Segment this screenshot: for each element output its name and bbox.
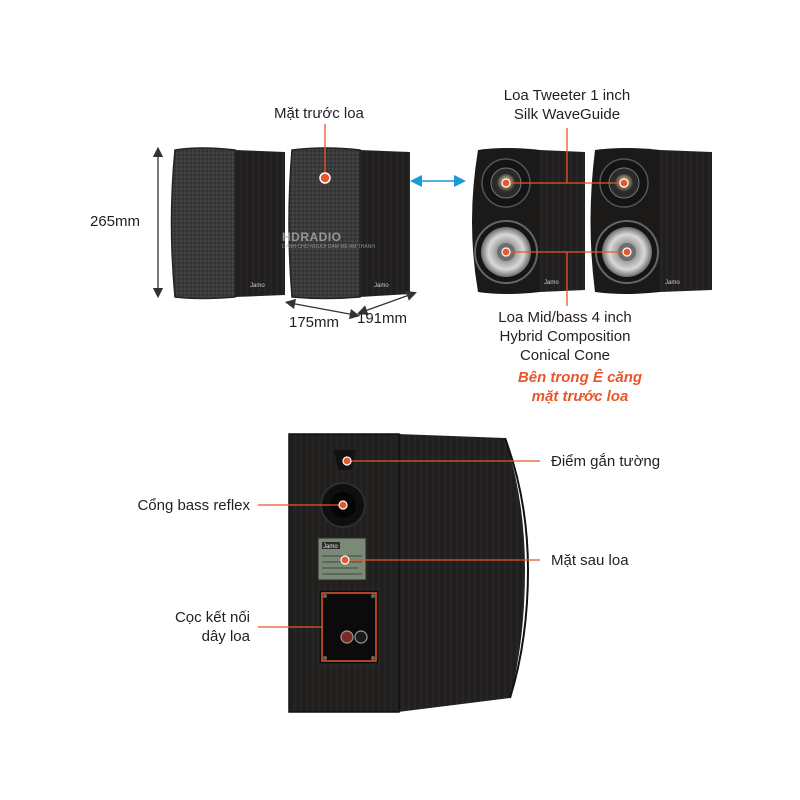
rear-pointer-dot [340, 555, 350, 565]
midbass-pointer-dot [501, 247, 511, 257]
rear-brand-logo: Jamo [323, 544, 338, 550]
tweeter-pointer-dot [619, 178, 629, 188]
label-inside-line2: mặt trước loa [531, 388, 629, 405]
depth-dimension-arrow [357, 290, 417, 316]
brand-logo-small: Jamo [250, 283, 265, 289]
label-height: 265mm [90, 213, 141, 230]
brand-logo-small: Jamo [544, 280, 559, 286]
tweeter-pointer-dot [501, 178, 511, 188]
speaker-front-left-grille: Jamo [170, 147, 285, 300]
width-dimension-arrow [284, 298, 361, 320]
label-wall-mount: Điểm gắn tường [551, 453, 661, 470]
label-inside-note: Bên trong Ê căng mặt trước loa [490, 368, 670, 406]
label-midbass-line1: Loa Mid/bass 4 inch [498, 309, 632, 326]
brand-logo-small: Jamo [374, 283, 389, 289]
label-midbass: Loa Mid/bass 4 inch Hybrid Composition C… [470, 308, 660, 365]
watermark: HDRADIO [282, 230, 342, 244]
label-tweeter-line1: Loa Tweeter 1 inch [503, 87, 631, 104]
terminal-positive [340, 630, 354, 644]
label-rear-face: Mặt sau loa [551, 552, 629, 569]
label-terminal: Cọc kết nối dây loa [130, 608, 250, 646]
watermark-subtitle: DANH CHO NGUOI DAM ME AM THANH [282, 244, 375, 250]
label-bass-reflex: Cổng bass reflex [137, 497, 250, 514]
label-terminal-line2: dây loa [201, 628, 250, 645]
label-front-face: Mặt trước loa [274, 105, 364, 122]
label-depth: 191mm [357, 310, 408, 327]
midbass-pointer-dot [622, 247, 632, 257]
label-midbass-line3: Conical Cone [519, 347, 611, 364]
front-pointer-dot [319, 172, 331, 184]
terminal-negative [354, 630, 368, 644]
speaker-rear-view: Jamo [288, 433, 530, 713]
bass-port-pointer-dot [338, 500, 348, 510]
label-midbass-line2: Hybrid Composition [499, 328, 631, 345]
speaker-front-right-grille: Jamo [288, 147, 410, 300]
speaker-driver-right: Jamo [590, 148, 712, 294]
label-terminal-line1: Cọc kết nối [174, 609, 250, 626]
wall-mount-pointer-dot [342, 456, 352, 466]
label-tweeter: Loa Tweeter 1 inch Silk WaveGuide [477, 86, 657, 124]
label-inside-line1: Bên trong Ê căng [517, 369, 643, 386]
brand-logo-small: Jamo [665, 280, 680, 286]
label-tweeter-line2: Silk WaveGuide [513, 106, 621, 123]
speaker-driver-left: Jamo [472, 148, 585, 294]
label-width: 175mm [289, 314, 340, 331]
